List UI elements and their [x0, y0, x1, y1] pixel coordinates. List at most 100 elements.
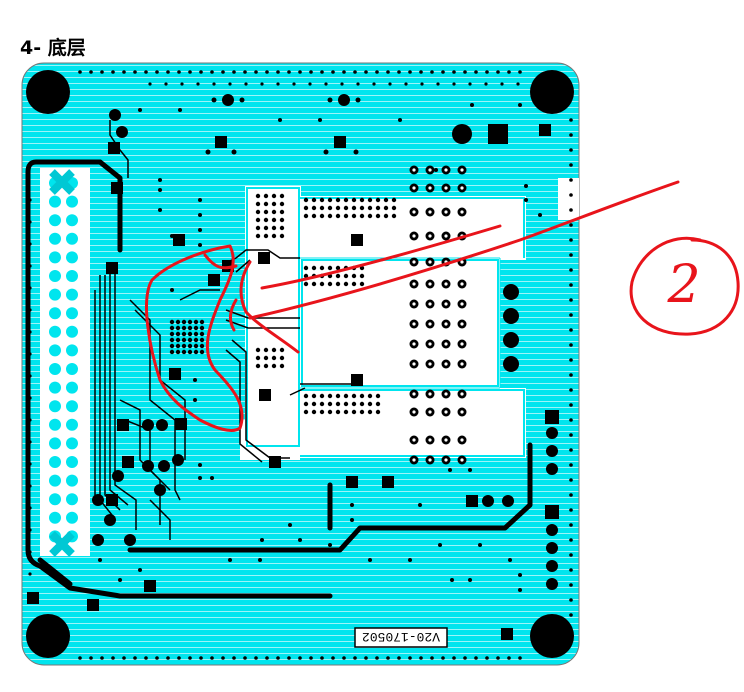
via [228, 558, 232, 562]
bga-ball [193, 319, 199, 325]
round-pad [172, 454, 184, 466]
via [311, 393, 317, 399]
via [388, 82, 392, 86]
via [430, 656, 434, 660]
via [351, 273, 357, 279]
via [263, 225, 269, 231]
via [138, 568, 142, 572]
via [111, 656, 115, 660]
via [298, 656, 302, 660]
via [170, 234, 174, 238]
via [279, 201, 285, 207]
via [351, 393, 357, 399]
via [276, 70, 280, 74]
via [391, 213, 397, 219]
header-pin [66, 195, 78, 208]
via [243, 70, 247, 74]
via-hole [460, 438, 464, 442]
via [419, 70, 423, 74]
via [288, 523, 292, 527]
annotation-marker: 2 [666, 255, 700, 315]
via [228, 82, 232, 86]
via [311, 213, 317, 219]
via [500, 82, 504, 86]
via [319, 393, 325, 399]
via-hole [460, 260, 464, 264]
via [255, 233, 261, 239]
bga-ball [175, 349, 181, 355]
via [199, 70, 203, 74]
via [569, 193, 573, 197]
via-hole [428, 282, 432, 286]
via [569, 328, 573, 332]
via [383, 205, 389, 211]
header-pin [66, 307, 78, 320]
via [319, 213, 325, 219]
header-pin [66, 400, 78, 413]
via [452, 656, 456, 660]
via [569, 388, 573, 392]
via [133, 656, 137, 660]
via [351, 401, 357, 407]
via [383, 213, 389, 219]
via-group [28, 70, 573, 660]
via [342, 656, 346, 660]
header-pin [49, 325, 61, 338]
via [375, 197, 381, 203]
bga-footprint [169, 319, 205, 355]
bga-ball [199, 325, 205, 331]
square-pad [382, 476, 394, 488]
page-title: 4- 底层 [20, 37, 86, 59]
via [303, 401, 309, 407]
via [398, 118, 402, 122]
via [158, 178, 162, 182]
header-pin [49, 232, 61, 245]
via [287, 656, 291, 660]
bga-ball [199, 319, 205, 325]
via [569, 553, 573, 557]
via-hole [444, 458, 448, 462]
header-pin [49, 251, 61, 264]
via [569, 463, 573, 467]
pad-dot [327, 97, 333, 103]
via [158, 208, 162, 212]
via [28, 440, 32, 444]
via [340, 82, 344, 86]
via [279, 363, 285, 369]
via [508, 558, 512, 562]
via [470, 103, 474, 107]
header-pin [66, 288, 78, 301]
via [375, 656, 379, 660]
square-pad [351, 374, 363, 386]
via [375, 393, 381, 399]
via [367, 197, 373, 203]
via [478, 543, 482, 547]
via [448, 468, 452, 472]
via [28, 484, 32, 488]
via [452, 82, 456, 86]
via [331, 70, 335, 74]
via [386, 70, 390, 74]
via [122, 656, 126, 660]
via [255, 201, 261, 207]
via [28, 550, 32, 554]
via-hole [428, 438, 432, 442]
square-pad [106, 494, 118, 506]
via-hole [428, 260, 432, 264]
via-hole [460, 392, 464, 396]
via [474, 70, 478, 74]
bga-ball [169, 349, 175, 355]
via [569, 613, 573, 617]
via [263, 363, 269, 369]
via [434, 168, 438, 172]
via [353, 70, 357, 74]
via [404, 82, 408, 86]
via [569, 358, 573, 362]
via [518, 573, 522, 577]
via [180, 82, 184, 86]
round-pad [109, 109, 121, 121]
via [391, 197, 397, 203]
via-hole [428, 342, 432, 346]
via [138, 108, 142, 112]
